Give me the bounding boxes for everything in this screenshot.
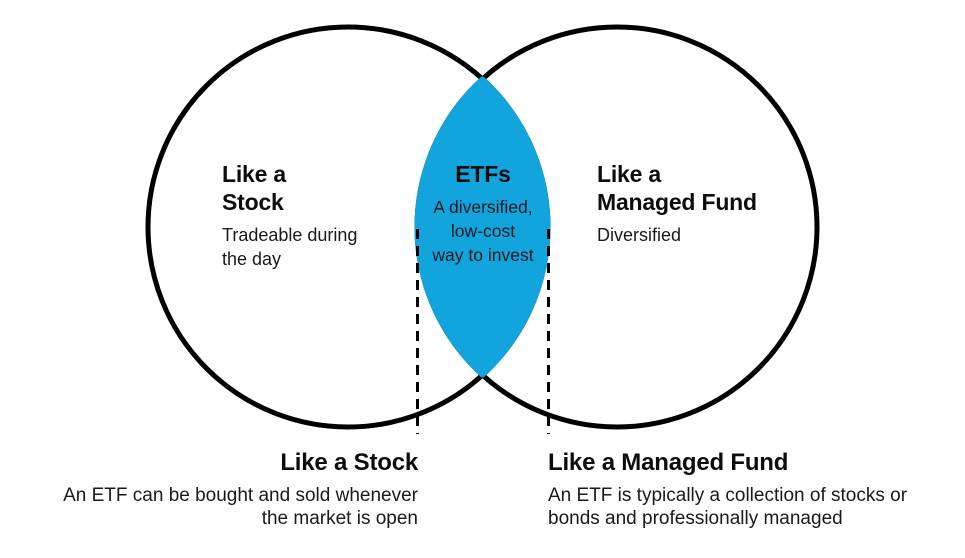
- body-line: bonds and professionally managed: [548, 508, 843, 529]
- left-circle-heading: Like a Stock: [222, 160, 412, 216]
- bottom-right-annotation: Like a Managed Fund An ETF is typically …: [548, 448, 958, 530]
- heading-line: Managed Fund: [597, 189, 757, 215]
- intersection-heading: ETFs: [455, 161, 511, 187]
- body-line: low-cost: [450, 221, 516, 241]
- bottom-left-annotation: Like a Stock An ETF can be bought and so…: [0, 448, 418, 530]
- body-line: A diversified,: [433, 197, 533, 217]
- body-line: An ETF is typically a collection of stoc…: [548, 485, 908, 506]
- right-circle-body: Diversified: [597, 223, 827, 247]
- body-line: Tradeable during: [222, 225, 358, 245]
- body-line: An ETF can be bought and sold whenever: [63, 485, 418, 506]
- heading-line: Like a: [597, 161, 662, 187]
- bottom-right-heading: Like a Managed Fund: [548, 449, 789, 476]
- intersection-label: ETFs A diversified, low-cost way to inve…: [408, 160, 558, 267]
- intersection-lens: [414, 76, 551, 378]
- body-line: the day: [222, 249, 282, 269]
- right-circle-heading: Like a Managed Fund: [597, 160, 827, 216]
- left-circle-body: Tradeable during the day: [222, 223, 412, 271]
- body-line: the market is open: [261, 508, 418, 529]
- bottom-left-body: An ETF can be bought and sold whenever t…: [0, 484, 418, 530]
- body-line: way to invest: [432, 245, 534, 265]
- intersection-body: A diversified, low-cost way to invest: [408, 195, 558, 267]
- bottom-right-body: An ETF is typically a collection of stoc…: [548, 484, 958, 530]
- bottom-left-heading: Like a Stock: [280, 449, 418, 476]
- heading-line: Stock: [222, 189, 284, 215]
- body-line: Diversified: [597, 225, 682, 245]
- left-circle-label: Like a Stock Tradeable during the day: [222, 160, 412, 271]
- heading-line: Like a: [222, 161, 287, 187]
- right-circle-label: Like a Managed Fund Diversified: [597, 160, 827, 247]
